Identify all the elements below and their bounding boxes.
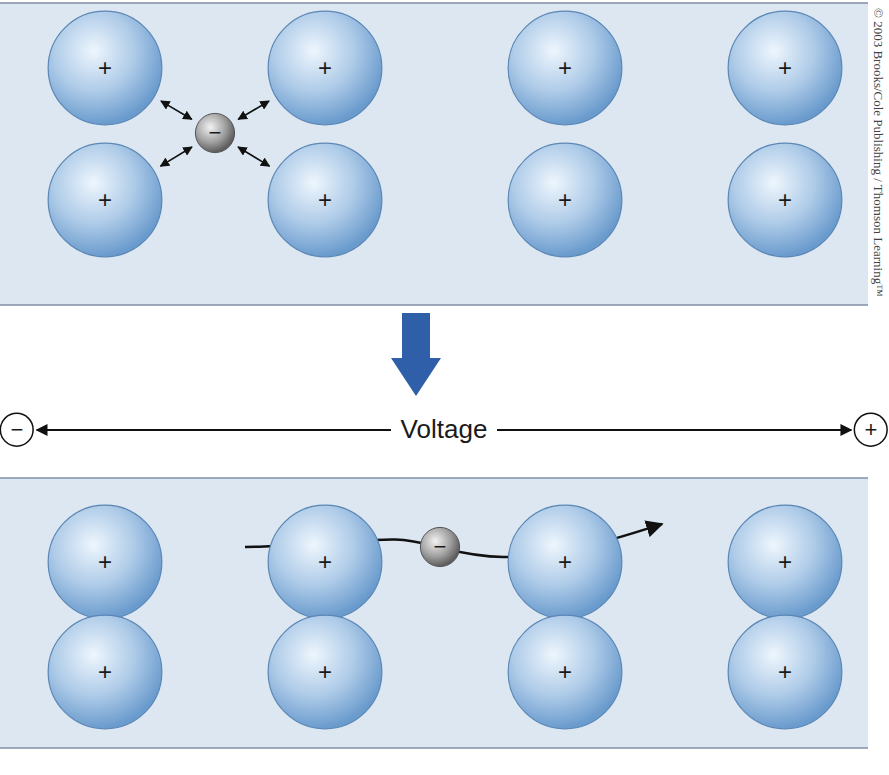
attraction-arrow (161, 101, 192, 119)
attraction-arrow (238, 101, 269, 119)
charge-sign: + (778, 188, 792, 212)
positive-ion: + (267, 504, 383, 620)
charge-sign: + (778, 550, 792, 574)
copyright-note: © 2003 Brooks/Cole Publishing / Thomson … (871, 8, 886, 297)
bottom-panel (0, 478, 868, 748)
charge-sign: − (434, 536, 447, 558)
positive-ion: + (727, 142, 843, 258)
electron: − (195, 113, 235, 153)
charge-sign: + (865, 419, 878, 441)
charge-sign: + (318, 550, 332, 574)
positive-ion: + (47, 142, 163, 258)
positive-ion: + (727, 10, 843, 126)
charge-sign: − (11, 419, 24, 441)
charge-sign: + (98, 550, 112, 574)
panel-edge (0, 477, 868, 479)
positive-ion: + (507, 142, 623, 258)
positive-ion: + (267, 10, 383, 126)
charge-sign: + (778, 56, 792, 80)
positive-ion: + (507, 504, 623, 620)
positive-ion: + (507, 10, 623, 126)
attraction-arrow (238, 147, 269, 166)
panel-edge (0, 747, 868, 749)
down-arrow (391, 313, 441, 396)
top-panel (0, 3, 868, 305)
positive-ion: + (47, 10, 163, 126)
charge-sign: + (318, 56, 332, 80)
positive-ion: + (47, 614, 163, 730)
attraction-arrow (161, 147, 192, 166)
charge-sign: + (778, 660, 792, 684)
charge-sign: + (318, 660, 332, 684)
positive-ion: + (727, 504, 843, 620)
panel-edge (0, 304, 868, 306)
positive-ion: + (267, 614, 383, 730)
charge-sign: + (558, 660, 572, 684)
charge-sign: + (98, 56, 112, 80)
charge-sign: + (98, 660, 112, 684)
panel-edge (0, 2, 868, 4)
terminal-symbol: − (0, 413, 33, 446)
charge-sign: + (558, 56, 572, 80)
positive-ion: + (507, 614, 623, 730)
electron: − (420, 527, 460, 567)
charge-sign: + (558, 550, 572, 574)
charge-sign: + (318, 188, 332, 212)
positive-ion: + (267, 142, 383, 258)
charge-sign: + (98, 188, 112, 212)
terminal-symbol: + (854, 413, 887, 446)
charge-sign: + (558, 188, 572, 212)
charge-sign: − (209, 122, 222, 144)
positive-ion: + (47, 504, 163, 620)
positive-ion: + (727, 614, 843, 730)
voltage-label: Voltage (391, 414, 498, 445)
